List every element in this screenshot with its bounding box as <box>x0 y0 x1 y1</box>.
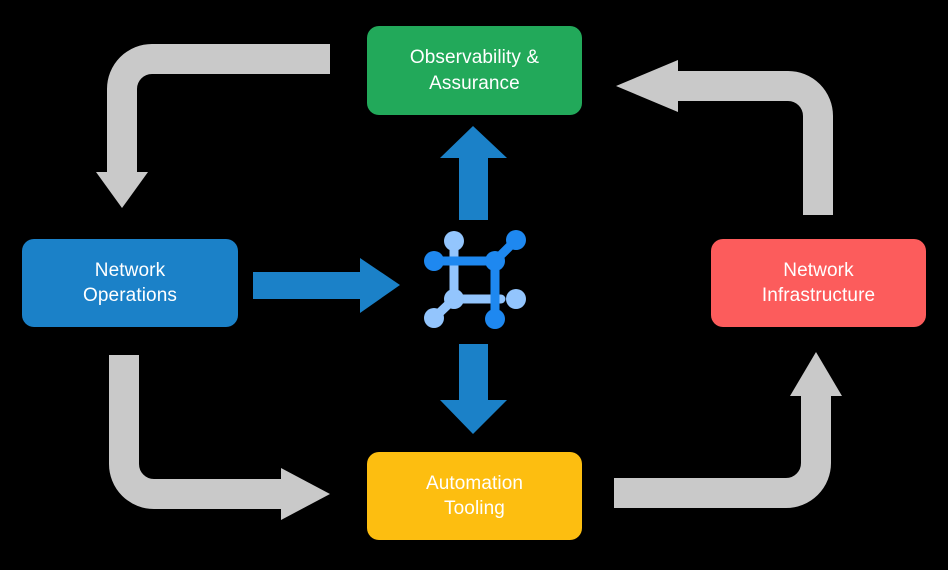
node-infrastructure-label: Network Infrastructure <box>761 259 876 306</box>
gray-arrow-infrastructure-to-observability <box>616 60 833 215</box>
gray-arrow-observability-to-operations <box>96 44 330 208</box>
network-topology-icon <box>424 230 526 329</box>
node-operations-label: Network Operations <box>83 259 177 306</box>
gray-arrow-tooling-to-infrastructure <box>614 352 842 508</box>
node-observability-assurance[interactable]: Observability & Assurance <box>367 26 582 115</box>
blue-arrow-center-to-observability <box>440 126 507 220</box>
node-network-operations[interactable]: Network Operations <box>22 239 238 327</box>
node-tooling-label: Automation Tooling <box>425 472 524 519</box>
blue-arrow-operations-to-center <box>253 258 400 313</box>
gray-arrow-operations-to-tooling <box>109 355 330 520</box>
node-automation-tooling[interactable]: Automation Tooling <box>367 452 582 540</box>
node-network-infrastructure[interactable]: Network Infrastructure <box>711 239 926 327</box>
blue-arrow-center-to-tooling <box>440 344 507 434</box>
node-observability-label: Observability & Assurance <box>409 47 540 94</box>
